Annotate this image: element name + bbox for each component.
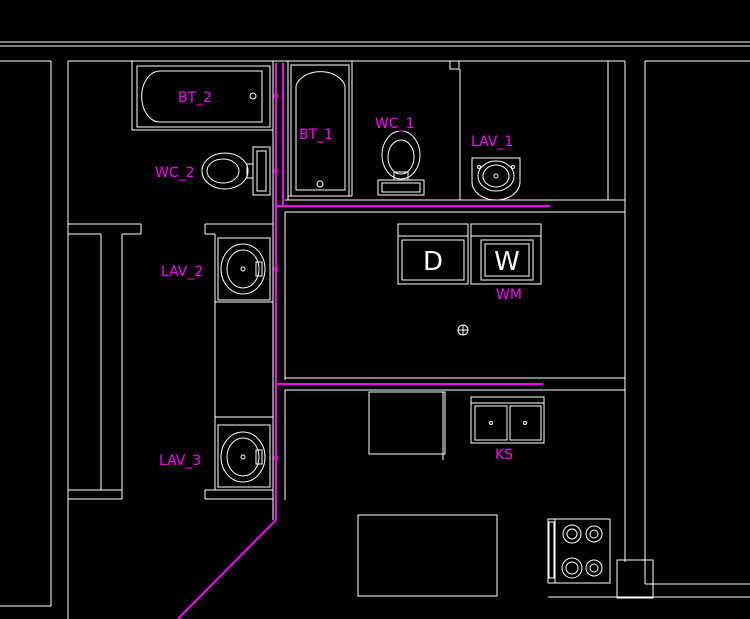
label-bt2: BT_2 [178, 90, 212, 106]
floor-drain-symbol [457, 324, 469, 336]
label-lav1: LAV_1 [471, 134, 513, 150]
refrigerator-symbol [368, 391, 446, 460]
label-lav2: LAV_2 [161, 264, 203, 280]
label-wm: WM [496, 287, 522, 303]
lavatory-lav3-symbol [217, 424, 271, 488]
toilet-wc2-symbol [201, 146, 271, 196]
piping [177, 63, 550, 619]
dryer-symbol [397, 223, 469, 285]
lavatory-lav1-symbol [471, 157, 521, 201]
label-wc2: WC_2 [155, 165, 195, 181]
washer-letter: W [494, 247, 520, 277]
label-bt1: BT_1 [299, 127, 333, 143]
kitchen-island-symbol [357, 514, 498, 597]
dryer-letter: D [423, 247, 443, 277]
bathtub-bt2-symbol [136, 65, 271, 128]
toilet-wc1-symbol [377, 130, 425, 196]
washer-symbol [470, 223, 542, 285]
label-lav3: LAV_3 [159, 453, 201, 469]
label-ks: KS [495, 447, 513, 463]
fixture-labels: BT_2 BT_1 WC_1 LAV_1 WC_2 LAV_2 LAV_3 WM… [155, 90, 522, 469]
range-cooktop-symbol [547, 518, 611, 584]
walls [0, 41, 750, 619]
label-wc1: WC_1 [375, 116, 415, 132]
lavatory-lav2-symbol [217, 237, 271, 301]
kitchen-sink-symbol [470, 396, 545, 444]
bathtub-bt1-symbol [290, 64, 350, 197]
fixtures [136, 64, 611, 597]
